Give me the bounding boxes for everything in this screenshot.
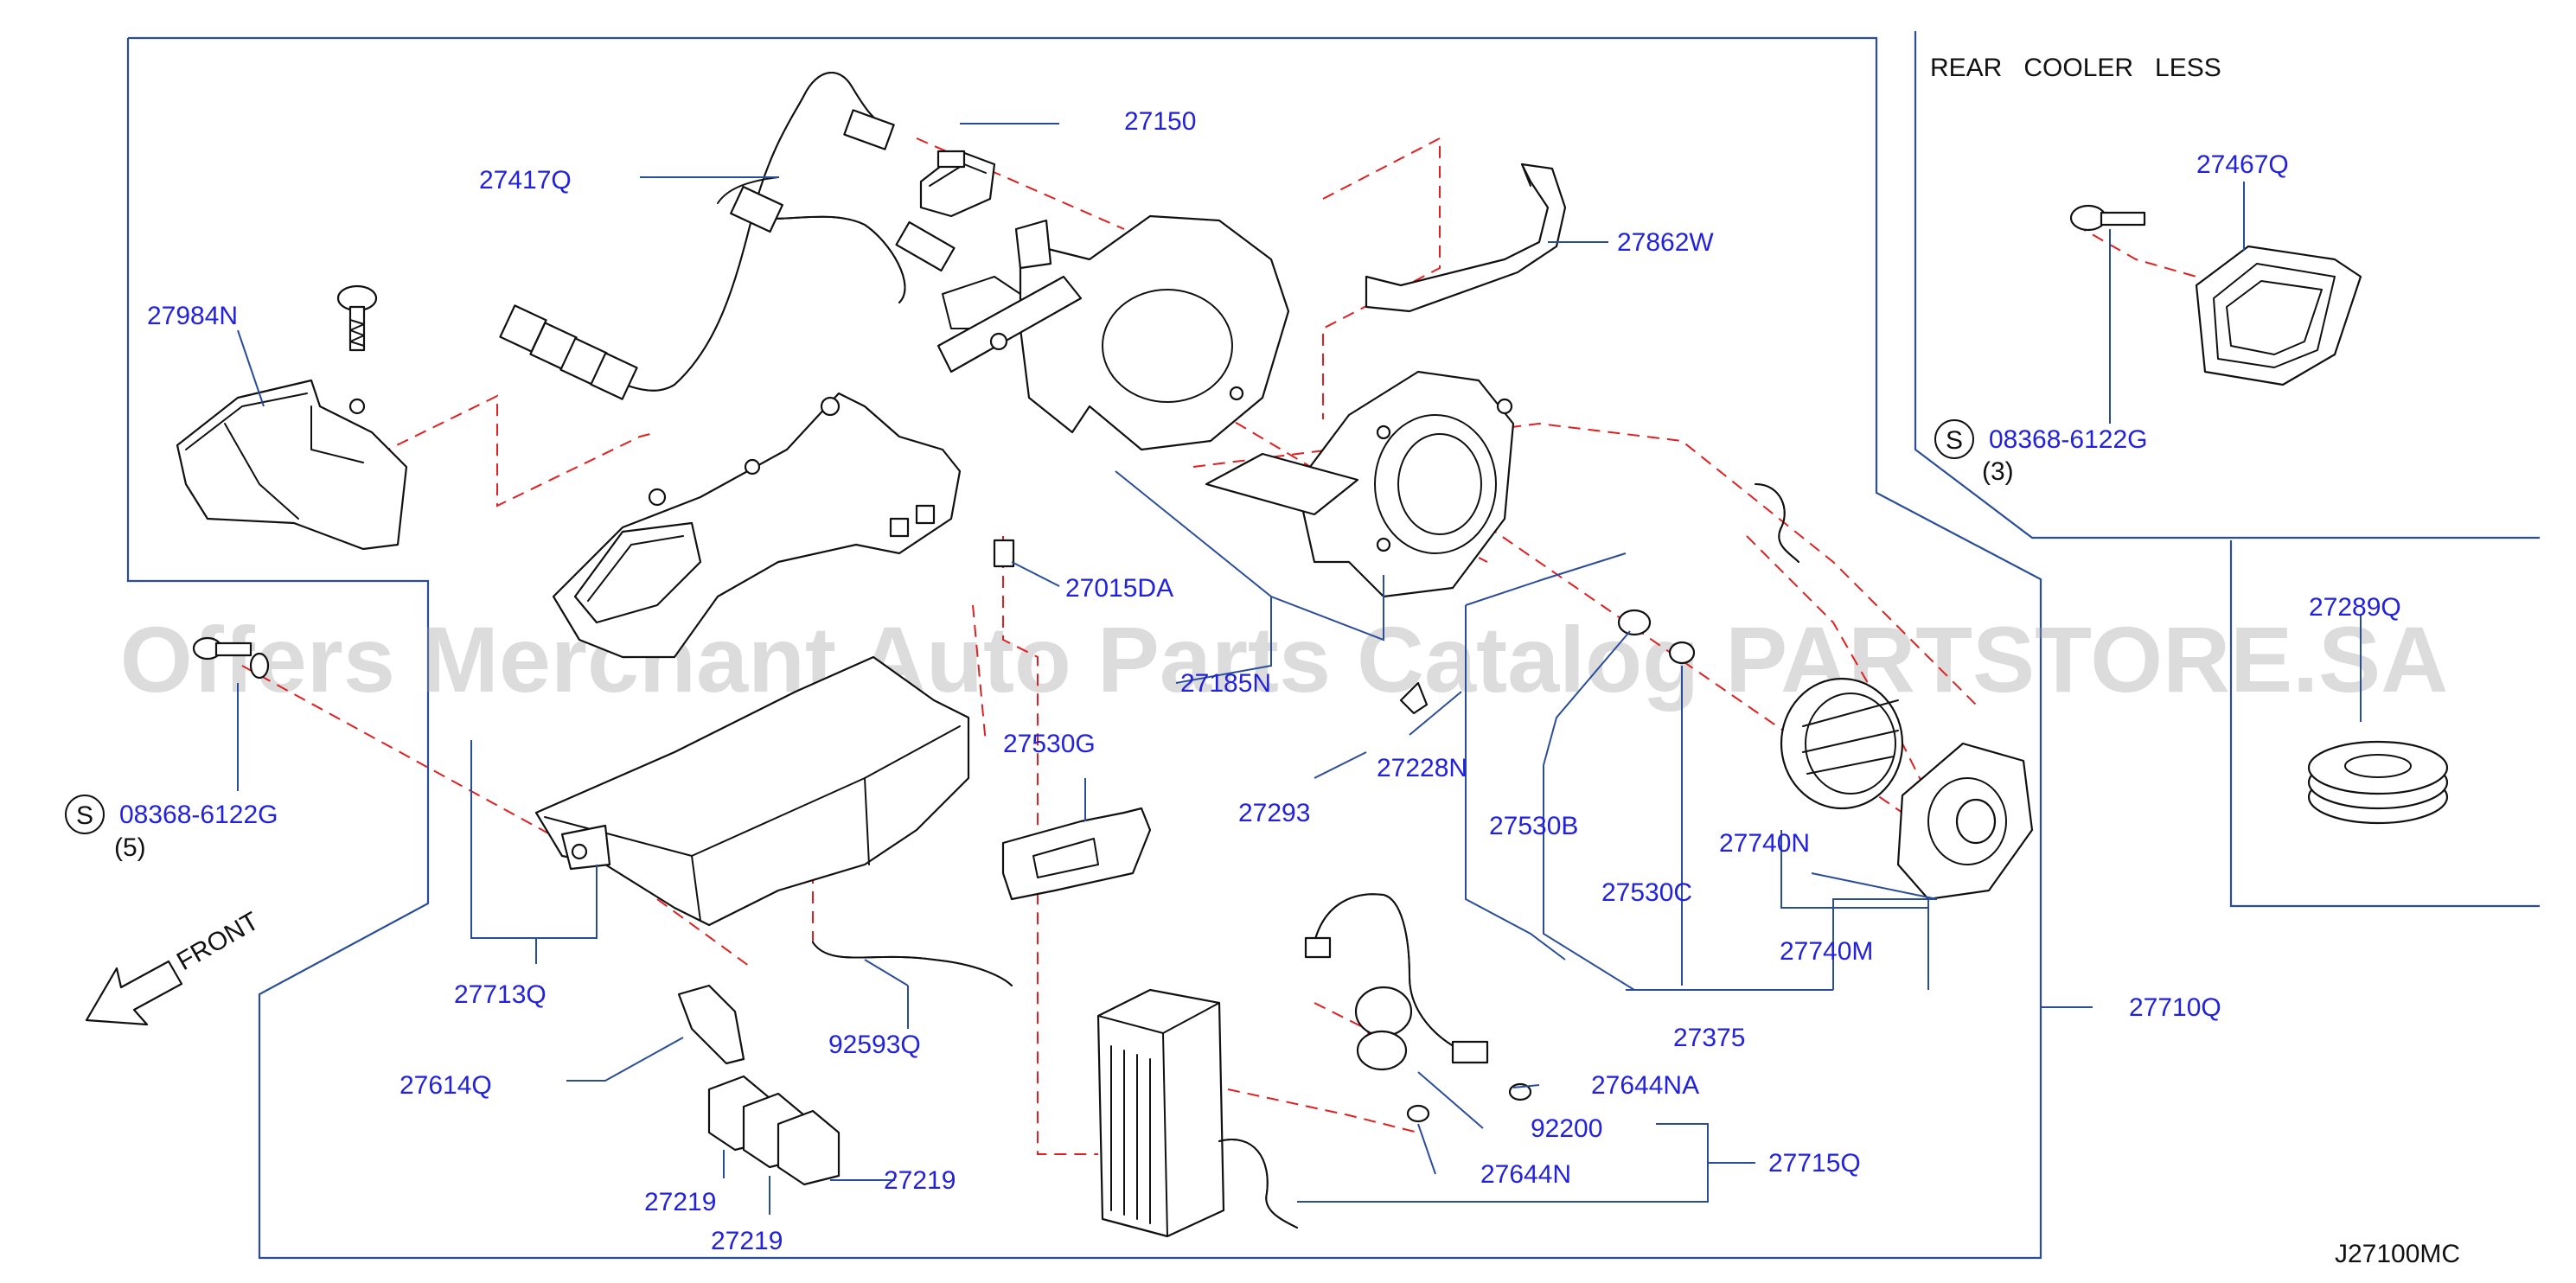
label-screw-left[interactable]: 08368-6122G [119, 801, 278, 829]
label-27862w[interactable]: 27862W [1617, 228, 1714, 257]
label-27710q[interactable]: 27710Q [2129, 993, 2221, 1022]
duct-27984n-drawing [176, 379, 408, 551]
intake-case-drawing [936, 214, 1290, 451]
evap-case-lower-drawing [534, 655, 970, 927]
screw-top-drawing [336, 284, 378, 352]
label-27185n[interactable]: 27185N [1180, 669, 1271, 698]
screw-left-drawing [192, 636, 270, 680]
screw-symbol-left: S [76, 801, 93, 830]
blower-motor-drawing [1399, 483, 2034, 901]
label-27150[interactable]: 27150 [1124, 107, 1196, 136]
label-27530b[interactable]: 27530B [1489, 812, 1578, 840]
label-27614q[interactable]: 27614Q [400, 1071, 492, 1100]
inset-27289q-grommet-drawing [2307, 740, 2449, 825]
front-label: FRONT [172, 907, 264, 976]
resistor-27150-drawing [919, 150, 996, 218]
label-27219-left[interactable]: 27219 [644, 1188, 716, 1216]
clip-27015da-drawing [993, 539, 1015, 568]
screw-symbol-right-icon [1934, 419, 1974, 459]
harness-27417q-drawing [499, 72, 956, 400]
inset-title: REAR COOLER LESS [1930, 54, 2221, 82]
label-27644n[interactable]: 27644N [1480, 1160, 1571, 1189]
label-27740n[interactable]: 27740N [1719, 829, 1810, 858]
screw-left-qty: (5) [114, 833, 146, 862]
blower-housing-drawing [1205, 370, 1515, 598]
label-92200[interactable]: 92200 [1531, 1114, 1602, 1143]
label-27530c[interactable]: 27530C [1601, 878, 1692, 907]
front-arrow-icon [85, 960, 183, 1026]
label-27293[interactable]: 27293 [1238, 799, 1310, 827]
evap-case-upper-drawing [552, 392, 962, 659]
bracket-27530g-drawing [1001, 807, 1152, 901]
watermark-text: Offers Merchant Auto Parts Catalog PARTS… [120, 607, 2448, 712]
label-27417q[interactable]: 27417Q [479, 166, 572, 195]
screw-symbol-right: S [1946, 426, 1963, 455]
label-27015da[interactable]: 27015DA [1065, 574, 1173, 603]
main-frame [126, 36, 2042, 1260]
label-27467q[interactable]: 27467Q [2196, 150, 2289, 179]
bracket-27614q-drawing [677, 984, 745, 1065]
part-labels: 27150 27417Q 27862W 27984N 27015DA 27185… [65, 54, 2460, 1268]
screw-symbol-left-icon [65, 795, 105, 834]
label-27228n[interactable]: 27228N [1377, 754, 1467, 782]
inset-frame [1914, 31, 2540, 908]
evaporator-27715q-drawing [1096, 988, 1298, 1238]
hose-92593q-drawing [812, 942, 1013, 986]
label-27375[interactable]: 27375 [1673, 1024, 1745, 1052]
label-92593q[interactable]: 92593Q [828, 1031, 921, 1059]
label-27740m[interactable]: 27740M [1780, 937, 1873, 966]
relays-27219-drawing [707, 1075, 841, 1186]
inset-27467q-drawing [2069, 204, 2362, 386]
label-screw-right[interactable]: 08368-6122G [1989, 425, 2148, 454]
label-27984n[interactable]: 27984N [147, 302, 238, 330]
label-27219-bottom[interactable]: 27219 [711, 1227, 783, 1255]
label-27715q[interactable]: 27715Q [1768, 1149, 1861, 1178]
label-27713q[interactable]: 27713Q [454, 980, 547, 1009]
label-27530g[interactable]: 27530G [1003, 730, 1096, 758]
label-27644na[interactable]: 27644NA [1591, 1071, 1699, 1100]
drawing-code: J27100MC [2335, 1240, 2460, 1268]
label-27289q[interactable]: 27289Q [2309, 593, 2401, 622]
leader-lines [237, 123, 2362, 1215]
bracket-27862w-drawing [1365, 163, 1567, 313]
expansion-valve-drawing [1304, 893, 1532, 1123]
label-27219-right[interactable]: 27219 [884, 1166, 956, 1195]
screw-right-qty: (3) [1982, 457, 2014, 486]
